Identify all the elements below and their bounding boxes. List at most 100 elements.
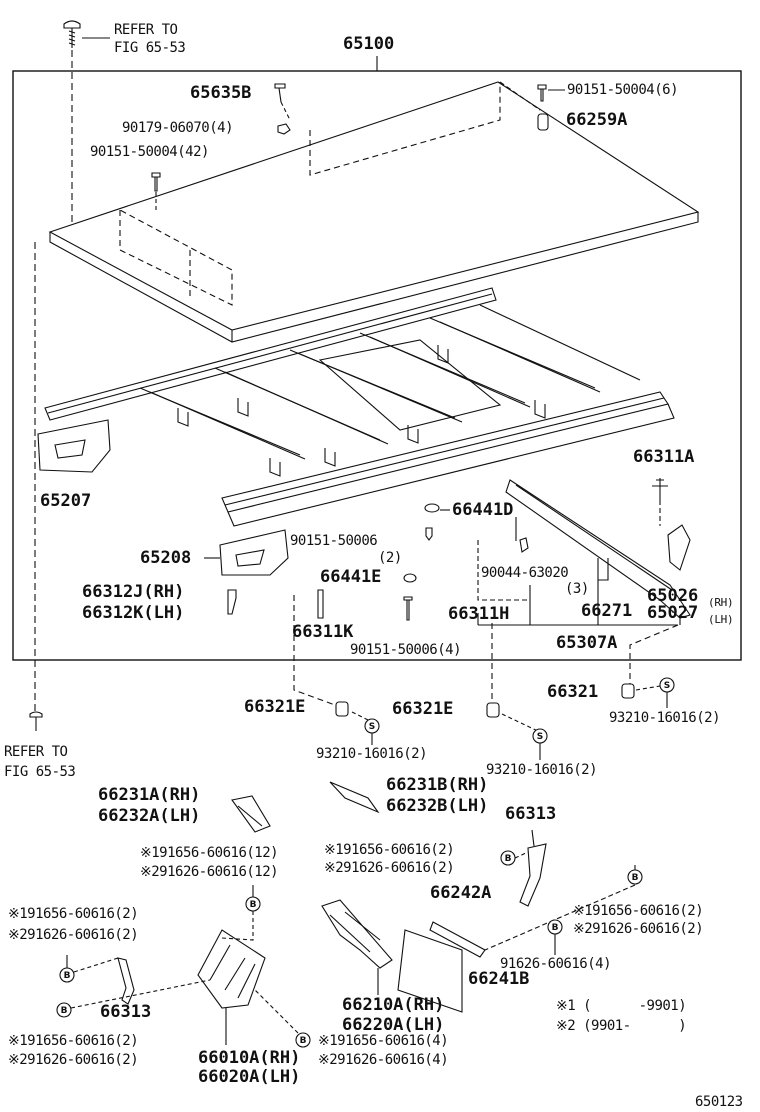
deck-board-icon: [48, 81, 700, 343]
washer-letter: S: [664, 681, 670, 691]
mud-flap-icon: [397, 929, 463, 1013]
part-66321e-mid: 66321E: [392, 699, 454, 719]
part-291626-12: ※291626-60616(12): [140, 864, 279, 880]
bolt-letter: B: [632, 873, 639, 883]
bolt-icon: [537, 84, 547, 102]
washer-letter: S: [537, 732, 543, 742]
bolt-letter: B: [505, 854, 512, 864]
screw-icon: [29, 711, 43, 731]
part-66020a: 66020A(LH): [198, 1067, 301, 1087]
part-66271: 66271: [581, 601, 633, 621]
part-191656-2c: ※191656-60616(2): [573, 903, 704, 919]
part-66241b: 66241B: [468, 969, 530, 989]
bracket-icon: [37, 419, 111, 473]
screw-icon: [274, 83, 286, 103]
grommet-icon: [335, 701, 349, 717]
part-291626-2b: ※291626-60616(2): [8, 927, 139, 943]
part-66220a: 66220A(LH): [342, 1015, 445, 1035]
part-65027-side: (LH): [708, 613, 734, 626]
part-66441e: 66441E: [320, 567, 382, 587]
refer-left-line1: REFER TO: [4, 744, 68, 760]
part-65026-side: (RH): [708, 596, 734, 609]
part-93210-right: 93210-16016(2): [609, 710, 721, 726]
bracket-icon: [329, 781, 380, 814]
part-65635b: 65635B: [190, 83, 252, 103]
part-191656-4: ※191656-60616(4): [318, 1033, 449, 1049]
part-93210-mid: 93210-16016(2): [486, 762, 598, 778]
note-1: ※1 ( -9901): [556, 998, 687, 1014]
part-90151-50006-4: 90151-50006(4): [350, 642, 462, 658]
part-66259a: 66259A: [566, 110, 628, 130]
clip-icon: [317, 589, 324, 619]
part-66231a: 66231A(RH): [98, 785, 201, 805]
part-90044-63020-qty: (3): [565, 581, 589, 597]
washer-letter: S: [369, 722, 375, 732]
bolt-letter: B: [61, 1006, 68, 1016]
clip-icon: [652, 478, 668, 500]
part-90044-63020: 90044-63020: [481, 565, 569, 581]
part-291626-2a: ※291626-60616(2): [324, 860, 455, 876]
bolt-letter: B: [300, 1036, 307, 1046]
part-66321e-left: 66321E: [244, 697, 306, 717]
bolt-icon: [151, 172, 161, 192]
figure-id: 650123: [695, 1094, 743, 1110]
refer-top-line2: FIG 65-53: [114, 40, 186, 56]
part-90151-50004-42: 90151-50004(42): [90, 144, 209, 160]
bolt-letter: B: [552, 923, 559, 933]
bolt-letter: B: [64, 971, 71, 981]
part-66321: 66321: [547, 682, 599, 702]
part-66441d: 66441D: [452, 500, 514, 520]
frame-icon: [44, 287, 675, 527]
bolt-icon: [403, 596, 413, 621]
part-66232a: 66232A(LH): [98, 806, 201, 826]
grommet-icon: [424, 503, 440, 513]
clip-icon: [227, 589, 237, 615]
part-191656-2b: ※191656-60616(2): [8, 906, 139, 922]
part-66010a: 66010A(RH): [198, 1048, 301, 1068]
part-66313-right: 66313: [505, 804, 557, 824]
refer-left-line2: FIG 65-53: [4, 764, 76, 780]
refer-top-line1: REFER TO: [114, 22, 178, 38]
part-66313-left: 66313: [100, 1002, 152, 1022]
grommet-icon: [621, 683, 635, 699]
part-93210-left: 93210-16016(2): [316, 746, 428, 762]
part-66311a: 66311A: [633, 447, 695, 467]
part-90151-50006-2: 90151-50006: [290, 533, 378, 549]
part-66232b: 66232B(LH): [386, 796, 489, 816]
part-291626-2c: ※291626-60616(2): [573, 921, 704, 937]
part-65307a: 65307A: [556, 633, 618, 653]
part-90151-50004-6: 90151-50004(6): [567, 82, 679, 98]
part-90151-50006-2-qty: (2): [378, 550, 402, 566]
bracket-icon: [219, 529, 289, 576]
part-66312k: 66312K(LH): [82, 603, 185, 623]
part-90179-06070: 90179-06070(4): [122, 120, 234, 136]
mudguard-icon: [197, 929, 266, 1009]
part-66231b: 66231B(RH): [386, 775, 489, 795]
part-191656-2d: ※191656-60616(2): [8, 1033, 139, 1049]
bracket-icon: [231, 795, 271, 833]
grommet-icon: [403, 573, 417, 583]
part-191656-12: ※191656-60616(12): [140, 845, 279, 861]
note-2: ※2 (9901- ): [556, 1018, 687, 1034]
grommet-icon: [486, 702, 500, 718]
part-91626-4: 91626-60616(4): [500, 956, 612, 972]
part-65208: 65208: [140, 548, 192, 568]
part-66210a: 66210A(RH): [342, 995, 445, 1015]
bolt-icon: [56, 1002, 72, 1018]
bolt-icon: [547, 919, 563, 935]
bolt-letter: B: [250, 900, 257, 910]
part-66312j: 66312J(RH): [82, 582, 185, 602]
part-291626-2d: ※291626-60616(2): [8, 1052, 139, 1068]
screw-icon: [63, 20, 81, 48]
part-66242a: 66242A: [430, 883, 492, 903]
part-66311k: 66311K: [292, 622, 354, 642]
part-191656-2a: ※191656-60616(2): [324, 842, 455, 858]
bolt-icon: [295, 1032, 311, 1048]
part-66311h: 66311H: [448, 604, 510, 624]
mudguard-icon: [321, 899, 393, 969]
bolt-icon: [425, 527, 433, 541]
part-65207: 65207: [40, 491, 92, 511]
part-65026: 65026: [647, 586, 699, 606]
part-65100: 65100: [343, 34, 395, 54]
